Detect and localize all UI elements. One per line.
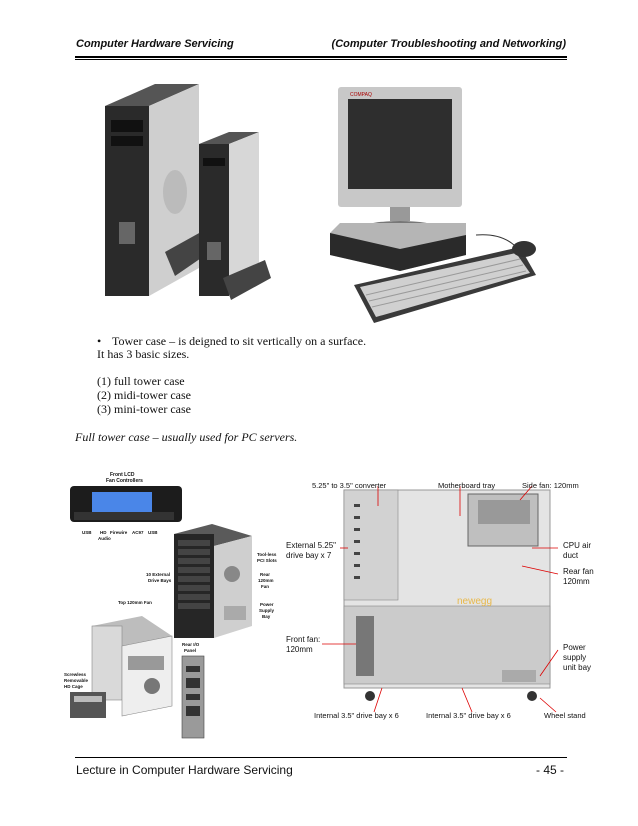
label-unit-bay: unit bay	[563, 663, 591, 672]
label-duct: duct	[563, 551, 579, 560]
svg-text:COMPAQ: COMPAQ	[350, 92, 372, 98]
label-internal-bay-left: Internal 3.5" drive bay x 6	[314, 711, 399, 720]
label-supply: supply	[563, 653, 586, 662]
label-external-bay-count: drive bay x 7	[286, 551, 332, 560]
figure-caption: Full tower case – usually used for PC se…	[75, 430, 298, 444]
label-rear-fan: Rear fan:	[563, 567, 594, 576]
label-front-lcd: Front LCD	[110, 472, 135, 478]
label-port: Firewire	[110, 530, 128, 535]
label-port: HD	[100, 530, 107, 535]
label-power: Power	[563, 643, 586, 652]
size-item: (3) mini-tower case	[97, 402, 191, 416]
label-hd-cage: HD Cage	[64, 684, 83, 689]
page-number: - 45 -	[536, 763, 565, 777]
label-front-fan-size: 120mm	[286, 645, 313, 654]
label-removable: Removable	[64, 678, 89, 683]
label-port: USB	[82, 530, 92, 535]
case-interior-diagram: newegg 5.25" to 3.5" converter Motherboa…	[286, 481, 594, 720]
label-converter: 5.25" to 3.5" converter	[312, 481, 387, 490]
label-rear-fan: Fan	[261, 584, 269, 589]
full-tower-diagram: Front LCD Fan Controllers USB HD Firewir…	[64, 472, 277, 739]
label-front-fan: Front fan:	[286, 635, 320, 644]
label-power: Power	[260, 602, 274, 607]
footer-rule	[75, 757, 567, 758]
size-item: (1) full tower case	[97, 374, 185, 388]
label-audio: Audio	[98, 536, 111, 541]
label-external-bays: 10 External	[146, 572, 170, 577]
watermark: newegg	[457, 596, 492, 607]
label-pci-slots: PCI Slots	[257, 558, 277, 563]
label-port: USB	[148, 530, 158, 535]
header-left: Computer Hardware Servicing	[76, 38, 234, 50]
desktop-cases-image	[105, 84, 271, 300]
label-wheel-stand: Wheel stand	[544, 711, 586, 720]
label-external-bay: External 5.25"	[286, 541, 336, 550]
label-fan-controllers: Fan Controllers	[106, 478, 143, 484]
label-toolless: Tool-less	[257, 552, 277, 557]
header-right: (Computer Troubleshooting and Networking…	[331, 38, 566, 50]
label-port: AC97	[132, 530, 144, 535]
label-drive-bays: Drive Bays	[148, 578, 172, 583]
label-rear-120mm: 120mm	[258, 578, 274, 583]
label-bay: Bay	[262, 614, 271, 619]
size-item: (2) midi-tower case	[97, 388, 191, 402]
label-rear-io: Rear I/O	[182, 642, 200, 647]
header-rule	[75, 56, 567, 58]
label-panel: Panel	[184, 648, 196, 653]
label-supply: Supply	[259, 608, 274, 613]
footer-left: Lecture in Computer Hardware Servicing	[76, 763, 293, 777]
label-rear: Rear	[260, 572, 270, 577]
header-rule-thin	[75, 59, 567, 60]
label-side-fan: Side fan: 120mm	[522, 481, 579, 490]
desktop-monitor-keyboard-image: COMPAQ	[330, 87, 536, 323]
sizes-intro: It has 3 basic sizes.	[97, 347, 190, 361]
label-internal-bay-right: Internal 3.5" drive bay x 6	[426, 711, 511, 720]
label-screwless: Screwless	[64, 672, 87, 677]
label-rear-fan-size: 120mm	[563, 577, 590, 586]
label-top-fan: Top 120mm Fan	[118, 600, 152, 605]
label-cpu-air: CPU air	[563, 541, 591, 550]
label-motherboard-tray: Motherboard tray	[438, 481, 495, 490]
bullet-marker: •	[97, 334, 102, 348]
tower-case-description: Tower case – is deigned to sit verticall…	[112, 334, 367, 348]
